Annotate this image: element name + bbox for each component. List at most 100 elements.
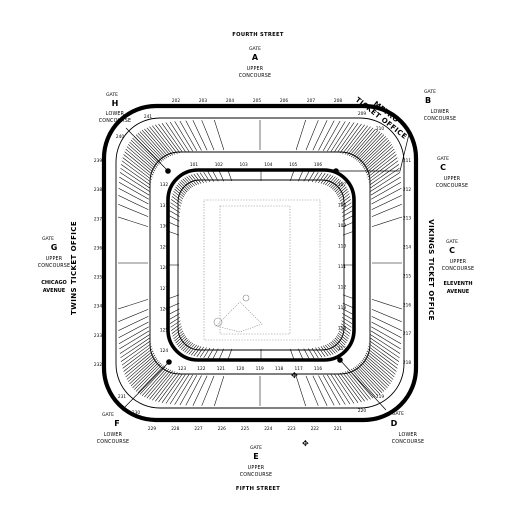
section-225[interactable]: 225	[241, 426, 249, 432]
section-210[interactable]: 210	[376, 126, 384, 132]
section-232[interactable]: 232	[94, 362, 102, 368]
gate-g[interactable]: GATE G UPPER CONCOURSE	[38, 236, 71, 269]
section-132[interactable]: 132	[160, 182, 168, 188]
section-213[interactable]: 213	[403, 216, 411, 222]
gate-f[interactable]: GATE F LOWER CONCOURSE	[97, 412, 130, 445]
section-131[interactable]: 131	[160, 203, 168, 209]
section-113[interactable]: 113	[338, 305, 346, 311]
section-125[interactable]: 125	[160, 327, 168, 333]
section-divider	[137, 132, 164, 161]
section-divider	[158, 372, 181, 403]
section-238[interactable]: 238	[94, 187, 102, 193]
section-105[interactable]: 105	[289, 162, 297, 168]
section-222[interactable]: 222	[311, 426, 319, 432]
section-234[interactable]: 234	[94, 304, 102, 310]
section-divider	[139, 366, 166, 395]
section-110[interactable]: 110	[338, 244, 346, 250]
section-236[interactable]: 236	[94, 245, 102, 251]
section-114[interactable]: 114	[338, 326, 346, 332]
section-divider	[340, 326, 351, 334]
section-129[interactable]: 129	[160, 244, 168, 250]
section-220[interactable]: 220	[358, 408, 366, 414]
section-206[interactable]: 206	[280, 98, 288, 104]
section-120[interactable]: 120	[236, 366, 244, 372]
section-124[interactable]: 124	[160, 348, 168, 354]
section-divider	[368, 343, 399, 366]
section-231[interactable]: 231	[118, 394, 126, 400]
vikings-ticket-office[interactable]: VIKINGS TICKET OFFICE	[427, 219, 435, 321]
section-101[interactable]: 101	[190, 162, 198, 168]
section-219[interactable]: 219	[376, 394, 384, 400]
section-divider	[219, 348, 225, 359]
section-215[interactable]: 215	[403, 273, 411, 279]
section-127[interactable]: 127	[160, 286, 168, 292]
section-227[interactable]: 227	[194, 426, 202, 432]
section-209[interactable]: 209	[358, 111, 366, 117]
section-106[interactable]: 106	[314, 162, 322, 168]
gate-e[interactable]: GATE E UPPER CONCOURSE	[240, 445, 273, 478]
section-237[interactable]: 237	[94, 216, 102, 222]
section-107[interactable]: 107	[338, 182, 346, 188]
section-121[interactable]: 121	[217, 366, 225, 372]
section-112[interactable]: 112	[338, 285, 346, 291]
section-123[interactable]: 123	[178, 366, 186, 372]
section-111[interactable]: 111	[338, 264, 346, 270]
section-223[interactable]: 223	[287, 426, 295, 432]
section-126[interactable]: 126	[160, 307, 168, 313]
section-divider	[146, 369, 172, 399]
section-130[interactable]: 130	[160, 224, 168, 230]
section-205[interactable]: 205	[253, 98, 261, 104]
section-207[interactable]: 207	[307, 98, 315, 104]
twins-ticket-office[interactable]: TWINS TICKET OFFICE	[70, 221, 78, 315]
east-upper-concourse-label[interactable]: GATE C UPPER CONCOURSE	[442, 239, 475, 272]
section-226[interactable]: 226	[218, 426, 226, 432]
section-118[interactable]: 118	[275, 366, 283, 372]
section-117[interactable]: 117	[294, 366, 302, 372]
section-218[interactable]: 218	[403, 360, 411, 366]
section-212[interactable]: 212	[403, 187, 411, 193]
gate-b[interactable]: GATE B LOWER CONCOURSE	[424, 89, 457, 122]
section-122[interactable]: 122	[197, 366, 205, 372]
section-divider	[172, 328, 183, 337]
section-104[interactable]: 104	[264, 162, 272, 168]
section-214[interactable]: 214	[403, 245, 411, 251]
section-202[interactable]: 202	[172, 98, 180, 104]
gate-a[interactable]: GATE A UPPER CONCOURSE	[239, 46, 272, 79]
section-204[interactable]: 204	[226, 98, 234, 104]
section-divider	[295, 119, 306, 151]
section-119[interactable]: 119	[256, 366, 264, 372]
section-239[interactable]: 239	[94, 158, 102, 164]
section-divider	[350, 128, 376, 158]
gate-c[interactable]: GATE C UPPER CONCOURSE	[436, 156, 469, 189]
section-216[interactable]: 216	[403, 302, 411, 308]
section-divider	[179, 120, 198, 151]
section-divider	[344, 125, 368, 155]
section-103[interactable]: 103	[239, 162, 247, 168]
section-228[interactable]: 228	[171, 426, 179, 432]
section-divider	[305, 120, 319, 151]
section-109[interactable]: 109	[338, 223, 346, 229]
section-115[interactable]: 115	[338, 346, 346, 352]
section-217[interactable]: 217	[403, 331, 411, 337]
section-divider	[352, 130, 379, 159]
section-240[interactable]: 240	[116, 134, 124, 140]
section-108[interactable]: 108	[338, 203, 346, 209]
section-128[interactable]: 128	[160, 265, 168, 271]
section-235[interactable]: 235	[94, 275, 102, 281]
section-203[interactable]: 203	[199, 98, 207, 104]
section-229[interactable]: 229	[148, 426, 156, 432]
section-224[interactable]: 224	[264, 426, 272, 432]
section-233[interactable]: 233	[94, 333, 102, 339]
section-divider	[365, 352, 395, 378]
section-divider	[176, 184, 187, 194]
gate-d[interactable]: GATE D LOWER CONCOURSE	[391, 411, 425, 445]
gate-g-caption: GATE	[42, 236, 54, 242]
section-208[interactable]: 208	[334, 98, 342, 104]
section-211[interactable]: 211	[403, 158, 411, 164]
gate-h[interactable]: GATE H LOWER CONCOURSE	[99, 92, 132, 124]
section-221[interactable]: 221	[334, 426, 342, 432]
section-230[interactable]: 230	[132, 410, 140, 416]
section-116[interactable]: 116	[314, 366, 322, 372]
section-102[interactable]: 102	[215, 162, 223, 168]
section-241[interactable]: 241	[144, 114, 152, 120]
